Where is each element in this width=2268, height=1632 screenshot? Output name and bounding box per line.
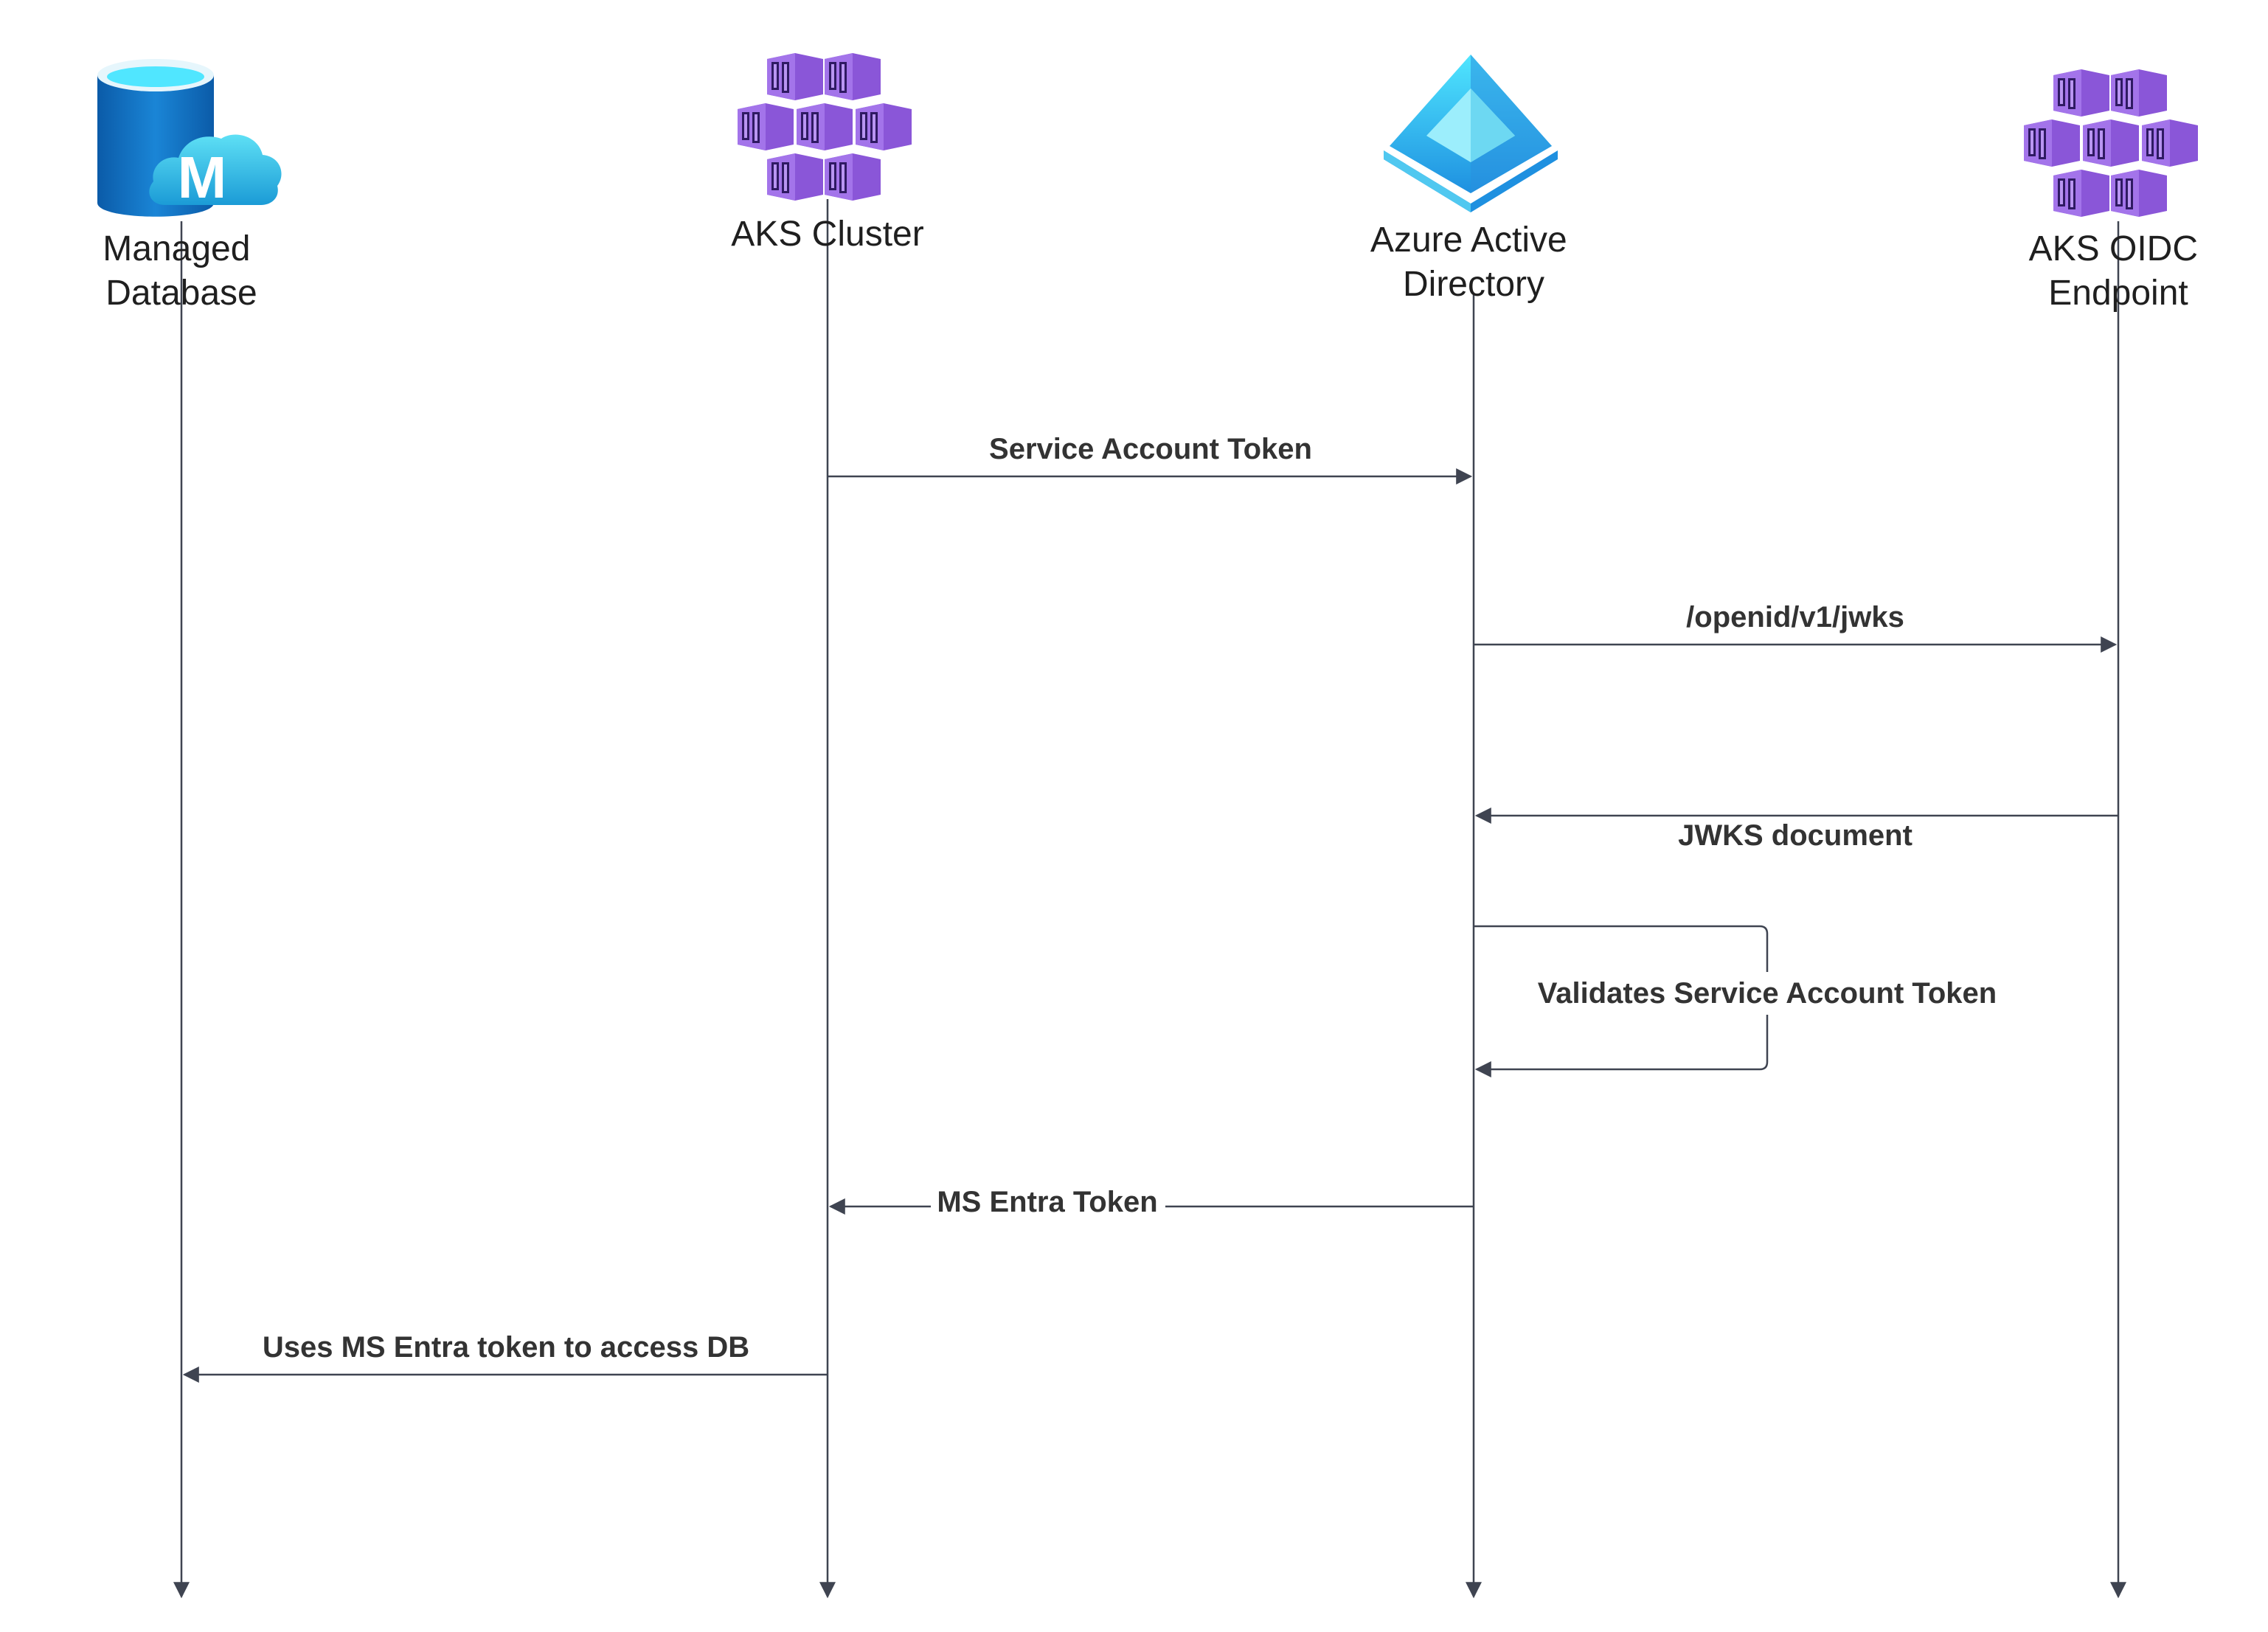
- message-validates-token: Validates Service Account Token: [1474, 925, 2011, 1077]
- message-label: Service Account Token: [989, 433, 1312, 465]
- participant-labels: Managed Database AKS Cluster Azure Activ…: [103, 215, 2208, 313]
- message-label: Uses MS Entra token to access DB: [263, 1331, 749, 1364]
- participant-label-managed-database: Managed Database: [103, 229, 260, 313]
- message-ms-entra-token: MS Entra Token: [828, 1184, 1474, 1220]
- azure-database-mysql-icon: M: [97, 59, 282, 217]
- message-label: JWKS document: [1678, 819, 1912, 852]
- svg-text:M: M: [178, 145, 227, 210]
- message-openid-jwks: /openid/v1/jwks: [1474, 601, 2118, 653]
- message-access-db: Uses MS Entra token to access DB: [182, 1331, 828, 1383]
- aks-oidc-icon: [2024, 69, 2198, 217]
- message-label: /openid/v1/jwks: [1686, 601, 1904, 633]
- aks-cluster-icon: [738, 53, 912, 201]
- message-label: Validates Service Account Token: [1538, 977, 1997, 1010]
- lifelines: [173, 199, 2126, 1599]
- participant-label-aks-cluster: AKS Cluster: [731, 215, 923, 254]
- message-jwks-document: JWKS document: [1474, 808, 2118, 852]
- messages: Service Account Token /openid/v1/jwks JW…: [182, 433, 2118, 1383]
- azure-active-directory-icon: [1384, 55, 1558, 212]
- participant-label-azure-active-directory: Azure Active Directory: [1370, 221, 1577, 304]
- participant-label-aks-oidc-endpoint: AKS OIDC Endpoint: [2029, 229, 2208, 313]
- message-label: MS Entra Token: [937, 1186, 1157, 1218]
- message-service-account-token: Service Account Token: [828, 433, 1473, 485]
